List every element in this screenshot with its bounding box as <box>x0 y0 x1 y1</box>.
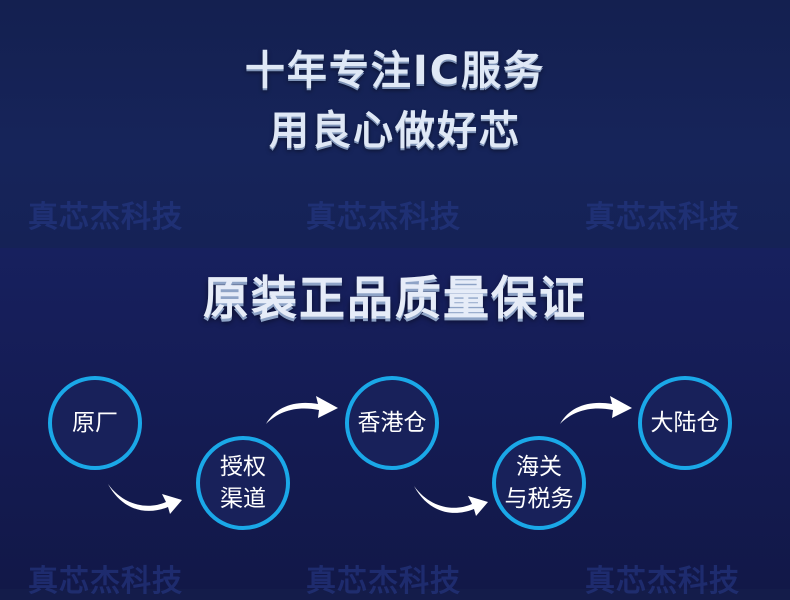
flow-step-manufacturer: 原厂 <box>48 376 142 470</box>
flow-step-authorized-channel: 授权 渠道 <box>196 436 290 530</box>
headline-line-2: 用良心做好芯 <box>269 108 521 154</box>
flow-step-label: 授权 <box>220 454 266 480</box>
watermark: 真芯杰科技 <box>28 564 183 599</box>
flow-step-label: 渠道 <box>220 486 266 512</box>
curved-arrow-up-right-icon <box>560 396 632 424</box>
curved-arrow-down-right-icon <box>414 486 488 516</box>
flow-step-label: 与税务 <box>504 486 574 512</box>
watermark: 真芯杰科技 <box>28 200 183 235</box>
flow-step-hongkong-warehouse: 香港仓 <box>345 376 439 470</box>
headline-line-1: 十年专注IC服务 <box>244 48 546 94</box>
flow-step-label: 香港仓 <box>357 410 427 436</box>
flow-step-mainland-warehouse: 大陆仓 <box>638 376 732 470</box>
top-background <box>0 0 790 248</box>
watermark: 真芯杰科技 <box>585 200 740 235</box>
flow-step-customs-tax: 海关 与税务 <box>492 436 586 530</box>
watermark: 真芯杰科技 <box>306 564 461 599</box>
curved-arrow-up-right-icon <box>266 396 338 424</box>
watermark: 真芯杰科技 <box>585 564 740 599</box>
flow-step-label: 原厂 <box>72 410 118 436</box>
watermark: 真芯杰科技 <box>306 200 461 235</box>
section-title: 原装正品质量保证 <box>203 271 587 325</box>
flow-step-label: 大陆仓 <box>650 410 720 436</box>
curved-arrow-down-right-icon <box>108 484 182 514</box>
flow-step-label: 海关 <box>516 454 562 480</box>
